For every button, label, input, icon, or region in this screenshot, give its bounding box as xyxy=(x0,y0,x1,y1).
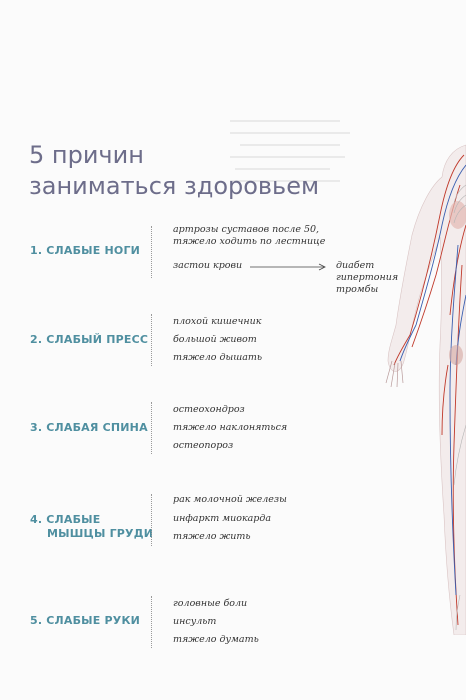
reason-2-divider xyxy=(151,314,152,366)
reason-5-divider xyxy=(151,596,152,648)
reason-4-label-line-1: 4. СЛАБЫЕ xyxy=(30,513,101,526)
circulatory-system-illustration xyxy=(385,144,466,635)
consequence-thrombosis: тромбы xyxy=(336,284,379,295)
consequence-diabetes: диабет xyxy=(336,260,375,271)
reason-4-divider xyxy=(151,494,152,546)
reason-3-divider xyxy=(151,402,152,454)
consequence-hypertension: гипертония xyxy=(336,272,399,283)
reason-4-label-line-2: МЫШЦЫ ГРУДИ xyxy=(47,527,154,540)
reason-2-label: 2. СЛАБЫЙ ПРЕСС xyxy=(30,333,149,346)
reason-1-effect-1: артрозы суставов после 50, xyxy=(173,224,320,235)
reason-2-effect-3: тяжело дышать xyxy=(173,352,263,363)
title-line-1: 5 причин xyxy=(29,141,144,169)
reason-1-divider xyxy=(151,226,152,278)
page-title: 5 причин заниматься здоровьем xyxy=(29,140,319,202)
reason-3-effect-2: тяжело наклоняться xyxy=(173,422,288,433)
title-line-2: заниматься здоровьем xyxy=(29,172,320,200)
blood-stasis-consequences: диабет гипертония тромбы xyxy=(336,260,398,296)
reason-3-effect-1: остеохондроз xyxy=(173,404,245,415)
reason-3-effect-3: остеопороз xyxy=(173,440,234,451)
reason-1-effect-3: застои крови xyxy=(173,260,243,271)
reason-2-effect-1: плохой кишечник xyxy=(173,316,262,327)
reason-4-effect-3: тяжело жить xyxy=(173,531,251,542)
right-arrow-icon xyxy=(250,263,326,271)
reason-1-label: 1. СЛАБЫЕ НОГИ xyxy=(30,244,141,257)
bleed-through-texture xyxy=(230,120,350,182)
reason-3-label: 3. СЛАБАЯ СПИНА xyxy=(30,421,148,434)
reason-5-effect-3: тяжело думать xyxy=(173,634,259,645)
reason-4-effect-1: рак молочной железы xyxy=(173,494,287,505)
reason-5-label: 5. СЛАБЫЕ РУКИ xyxy=(30,614,141,627)
reason-1-effect-2: тяжело ходить по лестнице xyxy=(173,236,326,247)
reason-5-effect-1: головные боли xyxy=(173,598,248,609)
reason-4-effect-2: инфаркт миокарда xyxy=(173,513,272,524)
reason-2-effect-2: большой живот xyxy=(173,334,257,345)
reason-5-effect-2: инсульт xyxy=(173,616,217,627)
